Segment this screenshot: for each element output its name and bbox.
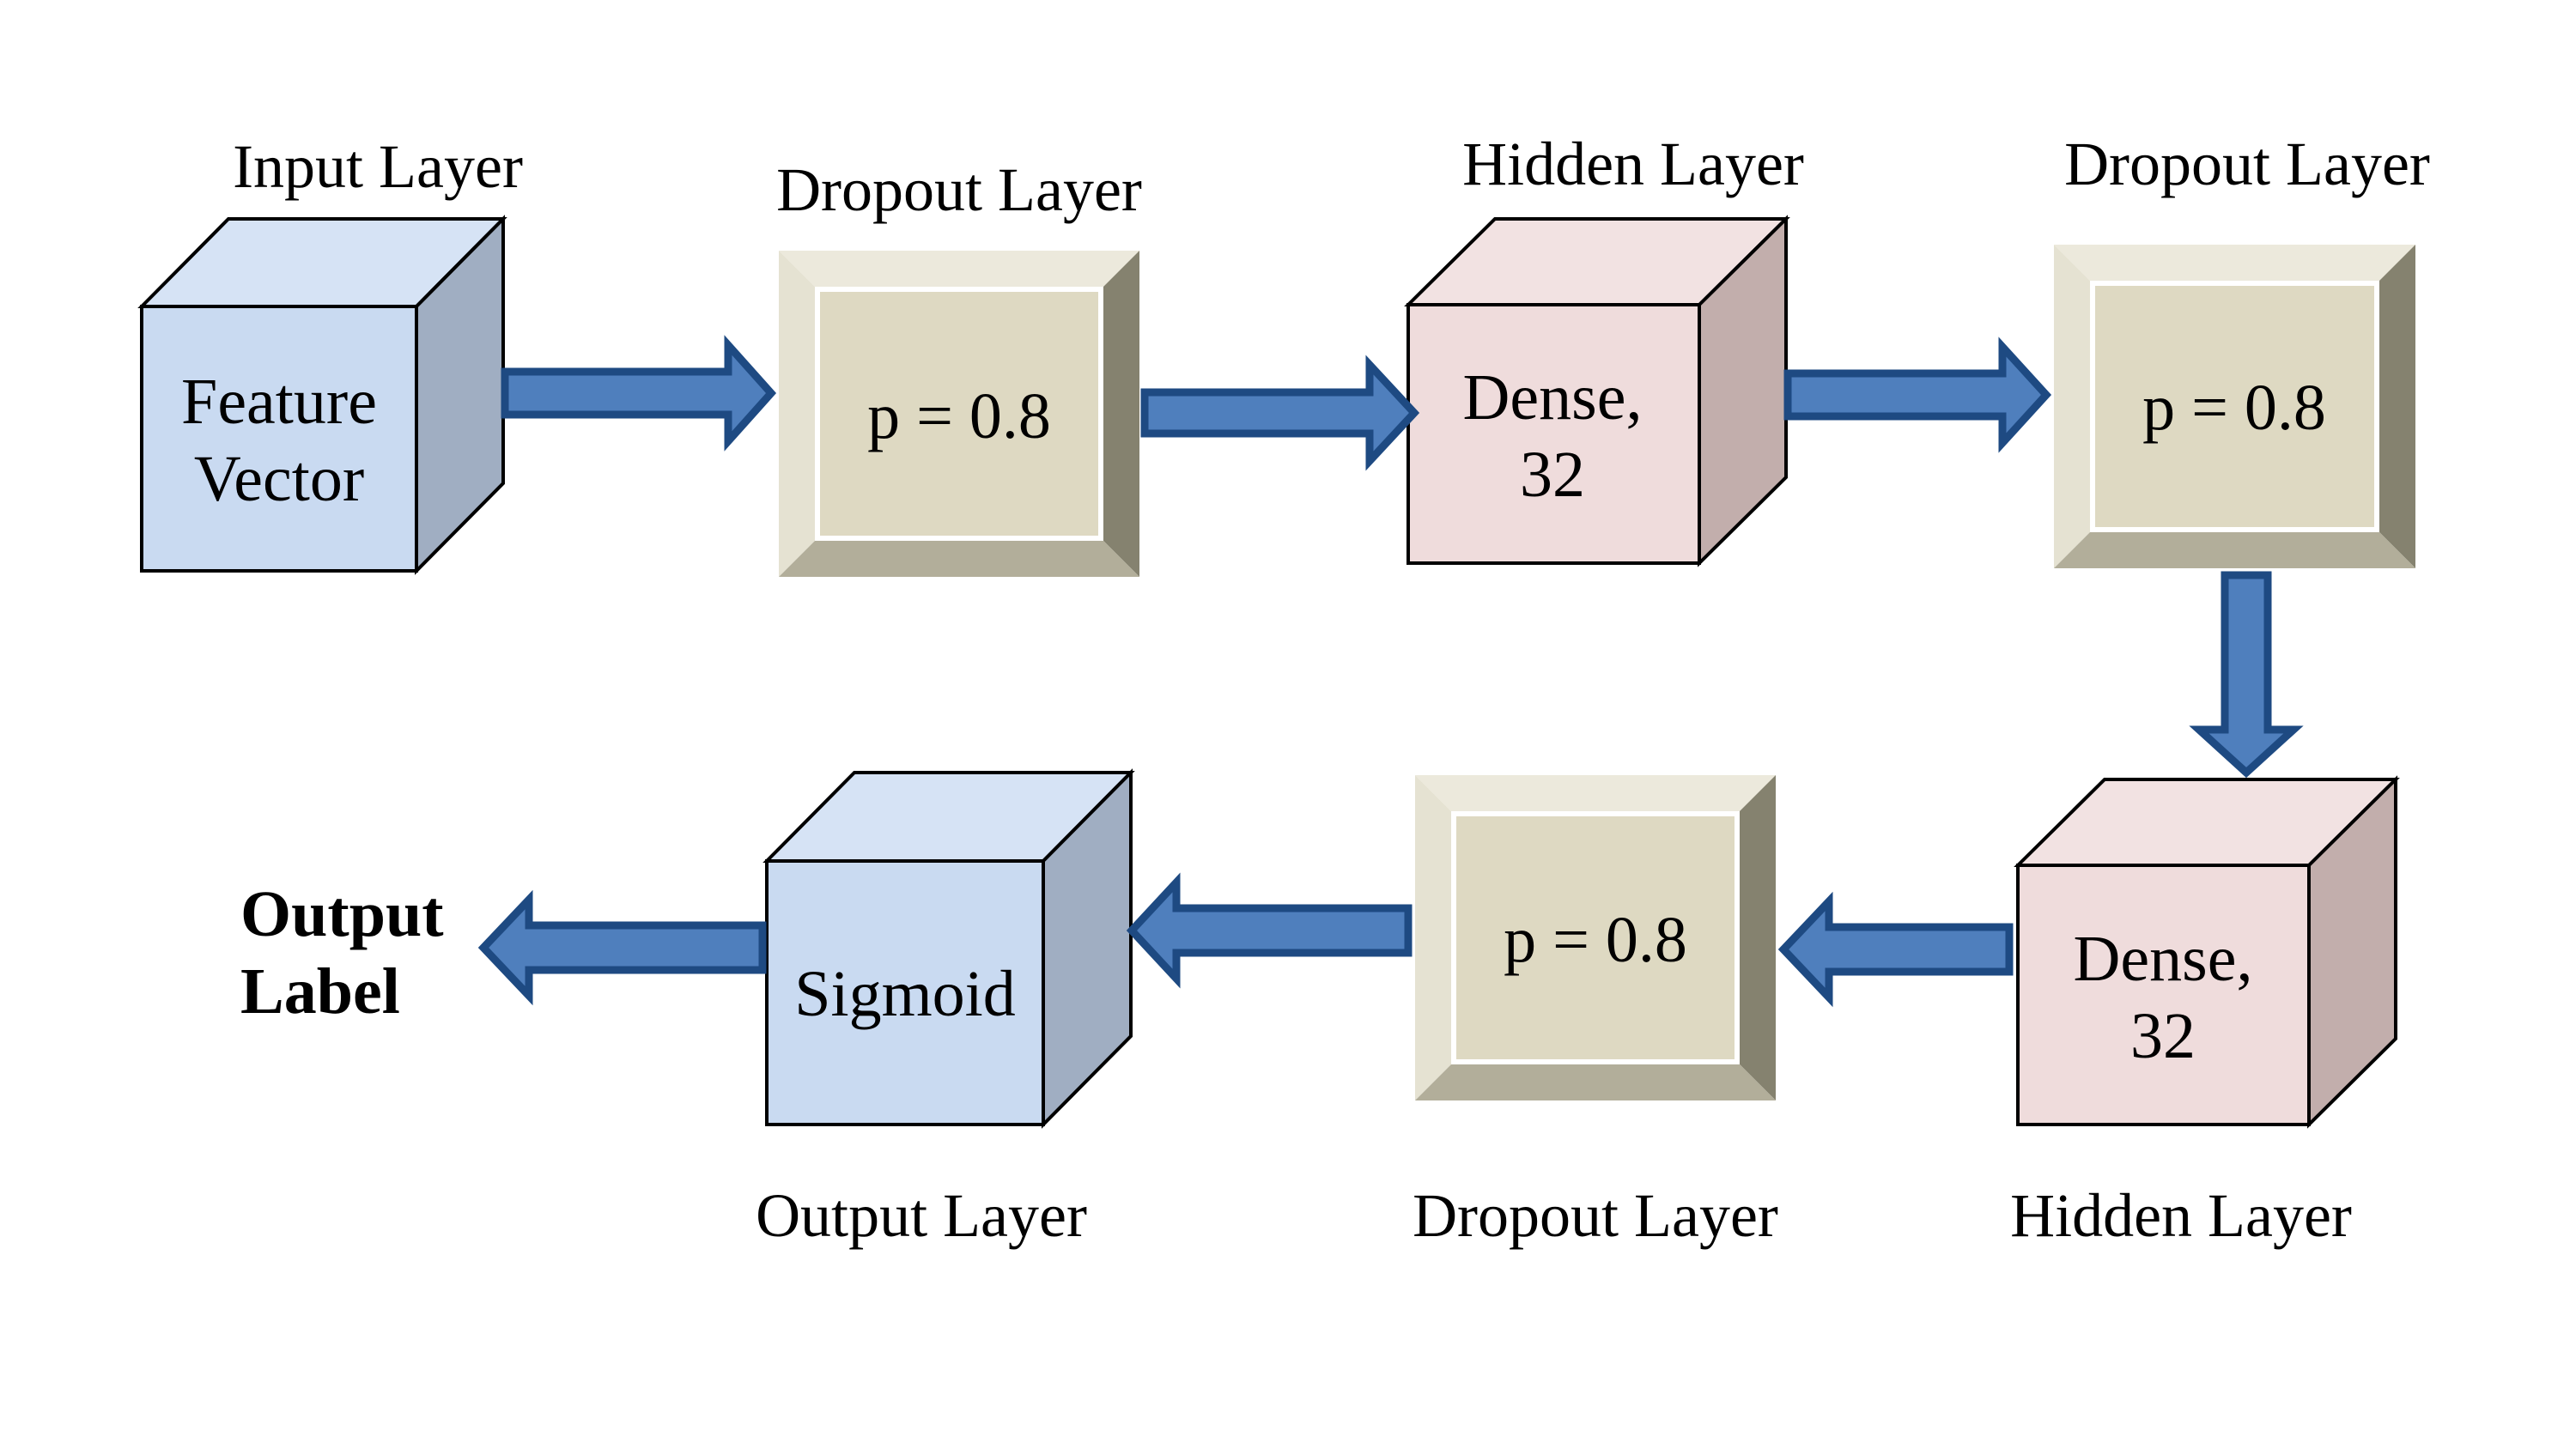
output-layer-caption: Output Layer: [756, 1181, 1087, 1250]
hidden-layer-1-caption: Hidden Layer: [1462, 130, 1804, 198]
dropout-2-bevel-top: [2054, 245, 2415, 283]
hidden-2-label-line2: 32: [2130, 1000, 2196, 1072]
input-cube-front: [140, 305, 418, 573]
arrow-down-icon: [2189, 571, 2304, 779]
dropout-layer-3-block: p = 0.8: [1415, 775, 1776, 1100]
dropout-layer-2-block: p = 0.8: [2054, 245, 2415, 568]
dropout-1-bevel-bottom: [779, 538, 1139, 577]
dropout-3-face: [1451, 811, 1740, 1064]
dropout-layer-2-caption: Dropout Layer: [2064, 130, 2430, 198]
input-cube-label-line2: Vector: [194, 443, 364, 515]
output-layer-cube: Sigmoid: [762, 768, 1135, 1129]
arrow-right-icon: [1140, 355, 1420, 471]
arrow-right-icon: [1783, 336, 2052, 453]
dropout-3-probability: p = 0.8: [1504, 904, 1687, 976]
hidden-2-label-line1: Dense,: [2074, 923, 2253, 995]
arrow-left-icon: [1126, 872, 1413, 989]
dropout-2-bevel-left: [2054, 245, 2093, 568]
output-label-line2: Label: [240, 955, 400, 1028]
dropout-2-bevel-right: [2377, 245, 2415, 568]
input-layer-caption: Input Layer: [233, 132, 523, 201]
dropout-2-face: [2090, 281, 2379, 532]
dropout-layer-3-caption: Dropout Layer: [1413, 1181, 1778, 1250]
dropout-3-bevel-bottom: [1415, 1062, 1776, 1100]
dropout-layer-1-block: p = 0.8: [779, 251, 1139, 577]
arrow-left-icon: [477, 889, 767, 1006]
arrow-left-icon: [1777, 891, 2014, 1008]
hidden-2-cube-front: [2016, 864, 2311, 1126]
dropout-1-probability: p = 0.8: [867, 380, 1051, 452]
hidden-layer-2-caption: Hidden Layer: [2010, 1181, 2352, 1250]
hidden-layer-2-cube: Dense, 32: [2014, 775, 2400, 1129]
dropout-3-bevel-right: [1737, 775, 1776, 1100]
hidden-1-cube-front: [1406, 303, 1701, 565]
hidden-layer-1-cube: Dense, 32: [1404, 215, 1790, 567]
dropout-3-bevel-left: [1415, 775, 1454, 1100]
dropout-1-bevel-top: [779, 251, 1139, 289]
dropout-1-bevel-left: [779, 251, 817, 577]
dropout-1-face: [815, 287, 1103, 541]
dropout-2-bevel-bottom: [2054, 530, 2415, 568]
dropout-3-bevel-top: [1415, 775, 1776, 814]
output-label-line1: Output: [240, 878, 444, 950]
input-layer-cube: Feature Vector: [137, 215, 507, 575]
output-cube-front: [765, 859, 1045, 1126]
dropout-1-bevel-right: [1101, 251, 1139, 577]
input-cube-label-line1: Feature: [181, 366, 377, 438]
dropout-2-probability: p = 0.8: [2142, 372, 2326, 444]
output-cube-label: Sigmoid: [794, 958, 1016, 1030]
arrow-right-icon: [501, 335, 777, 452]
hidden-1-label-line1: Dense,: [1463, 361, 1643, 433]
hidden-1-label-line2: 32: [1520, 439, 1585, 511]
dropout-layer-1-caption: Dropout Layer: [776, 155, 1142, 224]
